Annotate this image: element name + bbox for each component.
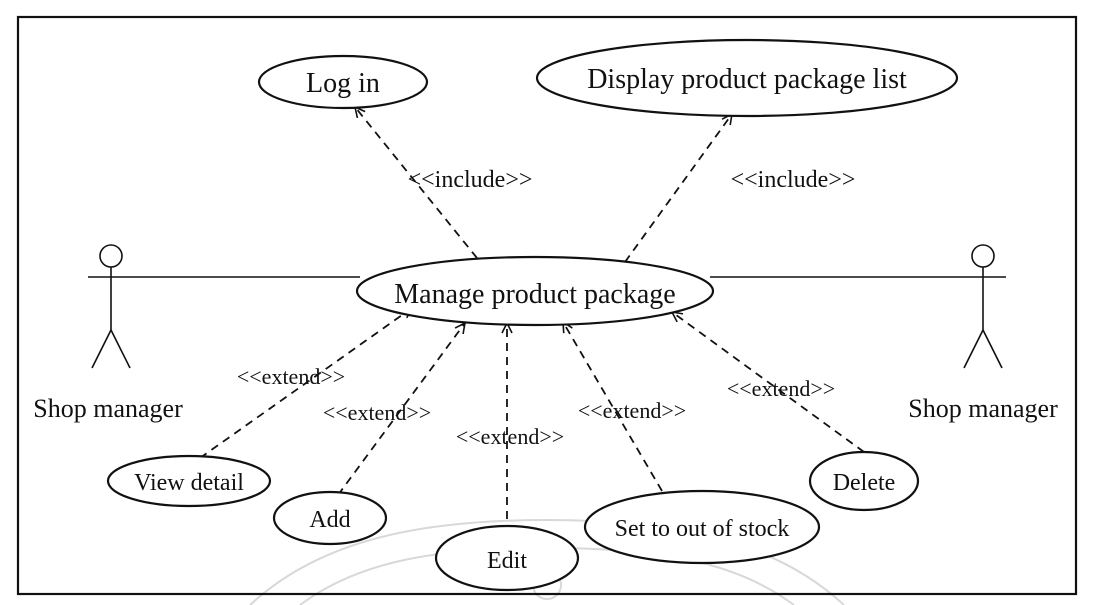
use-case-delete-label: Delete: [833, 470, 896, 496]
extend-arrow-delete: [672, 312, 865, 453]
include-arrow-login: [355, 107, 478, 259]
use-case-view-detail-label: View detail: [134, 470, 244, 496]
actor-left: Shop manager: [33, 244, 183, 423]
use-case-login: Log in: [257, 54, 429, 110]
actor-right: Shop manager: [908, 244, 1058, 423]
use-case-display-list: Display product package list: [535, 38, 959, 118]
extend-arrow-add: [337, 323, 465, 496]
extend-label-set-out-of-stock: <<extend>>: [578, 398, 686, 423]
actor-left-head: [99, 244, 123, 268]
actor-left-label: Shop manager: [33, 394, 183, 423]
extend-arrow-set-out-of-stock: [563, 322, 663, 492]
include-arrow-display: [624, 114, 732, 263]
use-case-add-label: Add: [309, 507, 350, 533]
use-case-view-detail: View detail: [106, 454, 272, 508]
use-case-set-out-of-stock: Set to out of stock: [583, 489, 821, 565]
extend-arrow-view-detail: [199, 308, 412, 459]
include-label-display: <<include>>: [731, 167, 856, 193]
extend-label-add: <<extend>>: [323, 400, 431, 425]
use-case-manage: Manage product package: [355, 255, 715, 327]
use-case-display-list-label: Display product package list: [587, 64, 907, 95]
include-label-login: <<include>>: [408, 167, 533, 193]
actor-right-label: Shop manager: [908, 394, 1058, 423]
use-case-manage-label: Manage product package: [394, 279, 675, 310]
extend-label-edit: <<extend>>: [456, 424, 564, 449]
use-case-set-out-of-stock-label: Set to out of stock: [615, 516, 790, 542]
diagram-frame: [16, 15, 1078, 596]
use-case-edit-label: Edit: [487, 548, 527, 574]
extend-label-view-detail: <<extend>>: [237, 364, 345, 389]
use-case-login-label: Log in: [306, 68, 380, 99]
use-case-add: Add: [272, 490, 388, 546]
use-case-delete: Delete: [808, 450, 920, 512]
extend-label-delete: <<extend>>: [727, 376, 835, 401]
use-case-edit: Edit: [434, 524, 580, 592]
actor-right-head: [971, 244, 995, 268]
